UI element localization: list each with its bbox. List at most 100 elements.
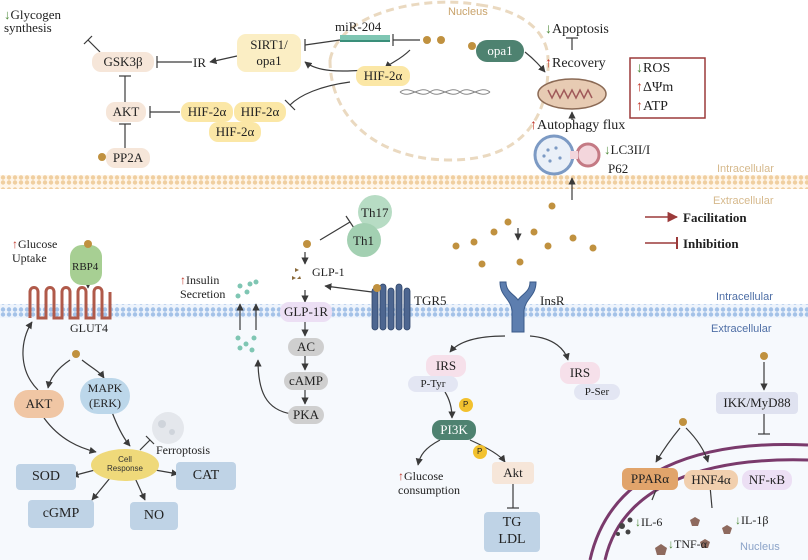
ros-text: ROS [643, 61, 671, 76]
pi3k-node: PI3K [432, 420, 476, 440]
down-arrow: ↓ [636, 61, 643, 76]
sod-node: SOD [16, 464, 76, 490]
mitochondrion-icon [537, 78, 607, 110]
hif2a-node-1: HIF-2α [181, 102, 233, 122]
cell-line1: Cell [118, 455, 132, 464]
glp1-molecules [292, 268, 301, 280]
camp-node: cAMP [284, 372, 328, 390]
glucose-uptake-label: ↑Glucose Uptake [12, 237, 58, 266]
ldl-text: LDL [498, 532, 526, 547]
insulin-line1: Insulin [186, 273, 220, 287]
ros-label: ↓ROS [636, 62, 670, 76]
sirt1-opa1-node: SIRT1/ opa1 [237, 34, 301, 72]
down-arrow: ↓ [735, 513, 741, 527]
ac-node: AC [288, 338, 324, 356]
rbp4-protein [70, 245, 102, 285]
dna-helix-icon [399, 89, 491, 95]
p62-label: P62 [608, 161, 629, 176]
phospho-badge-1 [459, 398, 473, 412]
tnfa-label: ↓TNF-α [668, 538, 707, 550]
connectors-top [83, 34, 578, 200]
ligand-dots [72, 36, 768, 426]
glycogen-synthesis-label: ↓Glycogen synthesis [4, 8, 61, 34]
dpsi-label: ↑ΔΨm [636, 81, 673, 95]
phospho-badge-2 [473, 445, 487, 459]
down-arrow: ↓ [668, 537, 674, 551]
up-arrow: ↑ [530, 118, 537, 133]
glucose-consumption-label: ↑Glucose consumption [398, 469, 460, 498]
up-arrow: ↑ [636, 99, 643, 114]
il6-text: IL-6 [641, 515, 663, 529]
glucose-uptake-line1: Glucose [18, 237, 58, 251]
lc3-text: LC3II/I [610, 142, 651, 157]
gsk3b-node: GSK3β [92, 52, 154, 72]
mito-status-box [629, 57, 706, 119]
hif2a-nucleus-node: HIF-2α [356, 66, 410, 86]
akt-top-node: AKT [106, 102, 146, 122]
legend-inhibition-label: Inhibition [683, 236, 739, 251]
th1-label: Th1 [353, 233, 374, 248]
down-arrow: ↓ [545, 22, 552, 37]
nfkb-node: NF-κB [742, 470, 792, 490]
glp1r-node: GLP-1R [280, 302, 332, 322]
down-arrow: ↓ [4, 7, 11, 22]
up-arrow: ↑ [180, 273, 186, 287]
mapk-node: MAPK (ERK) [80, 378, 130, 414]
tg-text: TG [502, 515, 522, 531]
p-badge-1-label: P [463, 400, 469, 409]
cell-response-label: Cell Response [102, 455, 148, 474]
hif2a-node-3: HIF-2α [209, 122, 261, 142]
tg-ldl-node: TG LDL [484, 512, 540, 552]
akt-bottom-node: AKT [14, 390, 64, 418]
ppara-node: PPARα [622, 468, 678, 490]
legend-inhibition-symbol [645, 237, 678, 249]
glut4-transporter-icon [28, 286, 112, 320]
mapk-line2: (ERK) [89, 396, 121, 410]
insr-receptor-icon [499, 281, 537, 333]
mapk-line1: MAPK [87, 381, 123, 395]
pp2a-node: PP2A [106, 148, 150, 168]
glucose-cons-line1: Glucose [404, 469, 444, 483]
down-arrow: ↓ [604, 142, 611, 157]
ir-label: IR [193, 55, 206, 70]
glucose-uptake-line2: Uptake [12, 250, 47, 265]
sirt1-line1: SIRT1/ [250, 37, 288, 52]
up-arrow: ↑ [12, 237, 18, 251]
tgr5-receptor-icon [371, 283, 411, 331]
irs-right-node: IRS [560, 362, 600, 384]
pka-node: PKA [288, 406, 324, 424]
hnf4a-node: HNF4α [684, 470, 738, 490]
up-arrow: ↑ [545, 56, 552, 71]
ikk-myd88-node: IKK/MyD88 [716, 392, 798, 414]
connectors-mid [22, 215, 770, 509]
cell-response-node [91, 449, 159, 481]
autophagosome-icon [533, 134, 601, 176]
akt-right-node: Akt [492, 462, 534, 484]
ptyr-node: P-Tyr [408, 376, 458, 392]
tgr5-label: TGR5 [414, 293, 447, 308]
mir204-icon [340, 35, 390, 42]
lc3-label: ↓LC3II/I [604, 143, 650, 156]
il6-label: ↓IL-6 [635, 516, 662, 528]
th17-cell [358, 195, 392, 229]
hif2a-node-2: HIF-2α [234, 102, 286, 122]
apoptosis-text: Apoptosis [552, 22, 609, 37]
insulin-granules [235, 279, 259, 353]
nucleus-top [328, 0, 550, 162]
ferroptosis-label: Ferroptosis [156, 443, 210, 457]
th1-cell [347, 223, 381, 257]
autophagy-text: Autophagy flux [537, 118, 626, 133]
atp-label: ↑ATP [636, 100, 668, 114]
cgmp-node: cGMP [28, 500, 94, 528]
opa1-node: opa1 [476, 40, 524, 62]
cat-node: CAT [176, 462, 236, 490]
insulin-line2: Secretion [180, 286, 226, 301]
glut4-label: GLUT4 [70, 321, 108, 335]
th17-label: Th17 [361, 205, 389, 220]
pser-node: P-Ser [574, 384, 620, 400]
il1b-text: IL-1β [741, 513, 769, 527]
down-arrow: ↓ [635, 515, 641, 529]
recovery-label: ↑Recovery [545, 57, 606, 71]
apoptosis-label: ↓Apoptosis [545, 23, 609, 37]
